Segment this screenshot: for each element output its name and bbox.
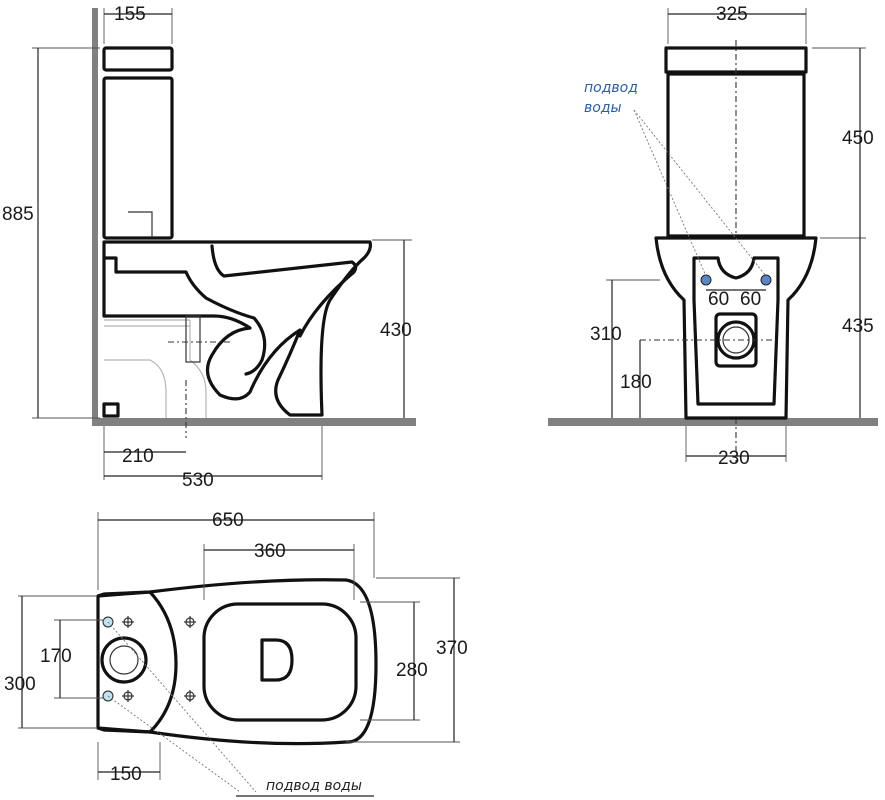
wall-side bbox=[92, 8, 98, 426]
seat-top bbox=[202, 602, 358, 722]
dim-front-outlet-height: 180 bbox=[620, 372, 652, 393]
tank-lid-side bbox=[102, 46, 174, 72]
dim-front-base-width: 230 bbox=[718, 448, 750, 469]
dim-side-total-height: 885 bbox=[2, 204, 34, 225]
floor-front bbox=[548, 418, 878, 426]
mounting-bolt-icon bbox=[122, 616, 134, 628]
dim-front-inlet-spacing-left: 60 bbox=[708, 289, 729, 310]
dim-top-outlet-offset: 150 bbox=[110, 764, 142, 785]
dim-top-length: 650 bbox=[212, 510, 244, 531]
dim-top-inlet-spacing: 170 bbox=[40, 646, 72, 667]
dim-front-tank-height: 450 bbox=[842, 128, 874, 149]
tank-foot-side bbox=[128, 211, 153, 238]
dim-front-inlet-spacing-right: 60 bbox=[740, 289, 761, 310]
water-inlet-label-top: подвод воды bbox=[266, 778, 362, 794]
tank-top-outline bbox=[96, 590, 178, 734]
tank-side bbox=[102, 76, 174, 240]
dim-front-inlet-height: 310 bbox=[590, 324, 622, 345]
top-view: подвод воды 650 360 370 280 300 170 bbox=[4, 510, 468, 797]
tank-outlet-top bbox=[100, 636, 148, 684]
mounting-bolt-icon bbox=[122, 690, 134, 702]
dim-front-bowl-height: 435 bbox=[842, 316, 874, 337]
dim-top-width: 370 bbox=[436, 638, 468, 659]
base-foot-side bbox=[102, 402, 120, 418]
water-inlet-marker-icon bbox=[700, 274, 712, 286]
dim-side-bowl-height: 430 bbox=[380, 320, 412, 341]
waste-pipe-side bbox=[104, 319, 207, 418]
dim-top-seat-width: 280 bbox=[396, 660, 428, 681]
mounting-bolt-icon bbox=[184, 690, 196, 702]
bowl-front bbox=[654, 236, 818, 420]
floor-side bbox=[96, 418, 416, 426]
dim-side-depth: 530 bbox=[182, 470, 214, 491]
siphon-side bbox=[102, 256, 267, 376]
bowl-recess-front bbox=[692, 256, 780, 406]
bowl-inner-side bbox=[210, 244, 358, 338]
side-view: 155 885 430 210 530 bbox=[2, 4, 416, 491]
front-view: подвод воды 325 450 435 60 60 310 180 23… bbox=[548, 4, 878, 469]
outlet-collar-side bbox=[185, 315, 201, 363]
dim-front-tank-width: 325 bbox=[716, 4, 748, 25]
water-inlet-marker-icon bbox=[760, 274, 772, 286]
drain-shape-top bbox=[260, 638, 294, 682]
dim-top-mount-width: 300 bbox=[4, 674, 36, 695]
dim-side-outlet-offset: 210 bbox=[122, 446, 154, 467]
water-inlet-label-front: подвод воды bbox=[584, 80, 642, 116]
bowl-side-outline bbox=[102, 240, 372, 417]
dim-side-tank-depth: 155 bbox=[114, 4, 146, 25]
dim-top-seat-length: 360 bbox=[254, 541, 286, 562]
mounting-bolt-icon bbox=[184, 616, 196, 628]
